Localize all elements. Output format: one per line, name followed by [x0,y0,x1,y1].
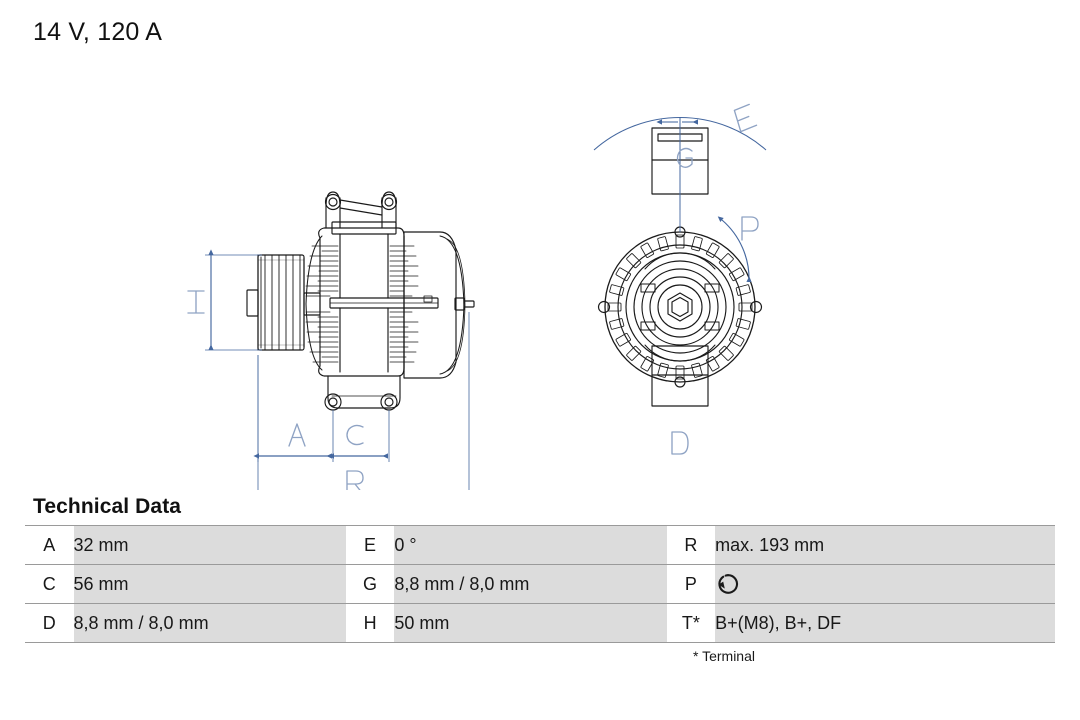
dimension-label-P [741,216,759,241]
table-value-d: 8,8 mm / 8,0 mm [73,603,346,643]
table-footnote: * Terminal [693,648,755,664]
technical-data-table: A 32 mm E 0 ° R max. 193 mm C 56 mm G 8,… [25,525,1055,643]
table-key-a: A [25,525,74,565]
table-key-h: H [345,603,395,643]
dimension-label-E [733,103,758,133]
table-key-r: R [666,525,716,565]
table-value-h: 50 mm [394,603,667,643]
dimension-R [257,312,470,490]
dimension-label-D [671,431,689,455]
table-value-r: max. 193 mm [715,525,1055,565]
inner-vanes [640,252,720,362]
technical-data-section: Technical Data A 32 mm E 0 ° R max. 193 … [25,495,1055,664]
dimension-label-H [187,290,205,314]
dimension-label-R [346,470,364,490]
table-value-c: 56 mm [73,564,346,604]
rotation-ccw-icon [715,571,741,597]
table-value-e: 0 ° [394,525,667,565]
page-title: 14 V, 120 A [33,18,163,46]
table-row: C 56 mm G 8,8 mm / 8,0 mm P [25,564,1055,604]
dimension-lines [205,116,767,490]
rear-terminal-stud [454,297,475,311]
table-value-t: B+(M8), B+, DF [715,603,1055,643]
technical-data-heading: Technical Data [33,495,182,518]
alternator-drawing-svg [187,103,767,490]
alternator-housing [305,191,475,411]
cooling-slots [607,234,753,380]
table-key-t: T* [666,603,716,643]
dimension-labels [187,103,759,490]
table-value-g: 8,8 mm / 8,0 mm [394,564,667,604]
side-view-alternator [246,191,475,411]
top-mounting-ears [324,191,398,229]
technical-drawing [0,50,1080,490]
table-key-e: E [345,525,395,565]
table-value-p [715,564,1055,604]
table-key-c: C [25,564,74,604]
table-row: A 32 mm E 0 ° R max. 193 mm [25,525,1055,565]
dimension-label-C [346,424,364,446]
table-key-g: G [345,564,395,604]
dimension-H [205,249,262,351]
table-value-a: 32 mm [73,525,346,565]
table-row: D 8,8 mm / 8,0 mm H 50 mm T* B+(M8), B+,… [25,603,1055,643]
table-key-d: D [25,603,74,643]
dimension-P [717,216,752,283]
table-key-p: P [666,564,716,604]
dimension-label-A [288,423,306,447]
bottom-mounting-foot [324,375,401,411]
dimension-label-G [676,147,693,168]
end-view-body [597,226,763,388]
